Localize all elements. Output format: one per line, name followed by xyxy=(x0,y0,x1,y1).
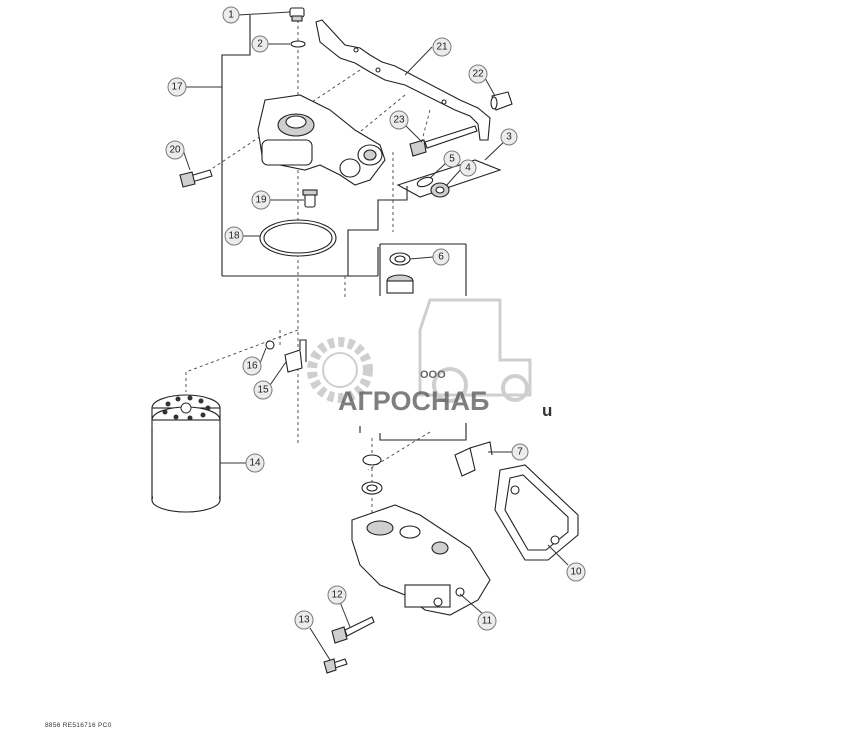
callout-18: 18 xyxy=(224,226,244,246)
watermark xyxy=(307,298,532,403)
svg-text:6: 6 xyxy=(438,252,444,263)
svg-text:14: 14 xyxy=(249,458,261,469)
svg-text:2: 2 xyxy=(257,39,263,50)
part-washer xyxy=(290,40,306,48)
center-lines xyxy=(185,20,431,520)
svg-text:15: 15 xyxy=(257,385,269,396)
part-bushing xyxy=(490,91,513,111)
part-bracket-bar xyxy=(315,19,491,141)
svg-text:17: 17 xyxy=(171,82,183,93)
callout-13: 13 xyxy=(294,610,314,630)
part-bracket-15 xyxy=(284,339,307,373)
svg-text:1: 1 xyxy=(228,10,234,21)
part-bolt-13 xyxy=(323,658,348,674)
svg-text:7: 7 xyxy=(517,447,523,458)
part-gasket xyxy=(494,464,579,561)
part-bolt-20 xyxy=(179,169,213,188)
callout-20: 20 xyxy=(165,140,185,160)
part-tube xyxy=(386,274,414,294)
callout-10: 10 xyxy=(566,562,586,582)
part-drain-plug xyxy=(302,189,318,208)
part-small-seals xyxy=(361,454,383,495)
reference-code: 8856 RE516716 PC0 xyxy=(45,722,112,729)
part-clip-16 xyxy=(265,340,275,350)
part-filter-head xyxy=(257,94,386,186)
callout-6: 6 xyxy=(432,248,450,266)
callout-17: 17 xyxy=(167,77,187,97)
callout-11: 11 xyxy=(477,611,497,631)
callout-7: 7 xyxy=(511,443,529,461)
part-bolt-12 xyxy=(331,616,375,644)
callout-12: 12 xyxy=(327,585,347,605)
svg-text:21: 21 xyxy=(436,42,448,53)
watermark-name: АГРОСНАБ xyxy=(338,386,489,416)
svg-text:23: 23 xyxy=(393,115,405,126)
callout-2: 2 xyxy=(251,35,269,53)
callout-22: 22 xyxy=(468,64,488,84)
leader-lines xyxy=(182,11,569,661)
callout-19: 19 xyxy=(251,190,271,210)
svg-text:19: 19 xyxy=(255,195,267,206)
svg-text:16: 16 xyxy=(246,361,258,372)
callout-1: 1 xyxy=(222,6,240,24)
part-clip-7 xyxy=(454,441,493,477)
part-seal-kit xyxy=(396,159,502,198)
svg-text:20: 20 xyxy=(169,145,181,156)
svg-text:18: 18 xyxy=(228,231,240,242)
svg-text:10: 10 xyxy=(570,567,582,578)
svg-text:11: 11 xyxy=(482,616,493,627)
callout-3: 3 xyxy=(500,128,518,146)
part-bolt-23 xyxy=(409,125,478,157)
svg-text:3: 3 xyxy=(506,132,512,143)
part-vent-cap xyxy=(289,7,305,22)
callout-4: 4 xyxy=(459,159,477,177)
svg-text:13: 13 xyxy=(298,615,310,626)
callout-5: 5 xyxy=(443,150,461,168)
watermark-suffix: u xyxy=(542,401,552,420)
svg-text:22: 22 xyxy=(472,69,484,80)
callout-23: 23 xyxy=(389,110,409,130)
part-filter-element xyxy=(151,394,221,513)
callout-14: 14 xyxy=(245,453,265,473)
svg-text:4: 4 xyxy=(465,163,471,174)
svg-text:12: 12 xyxy=(331,590,343,601)
svg-text:5: 5 xyxy=(449,154,455,165)
callout-16: 16 xyxy=(242,356,262,376)
part-base-housing xyxy=(351,504,491,616)
callout-21: 21 xyxy=(432,37,452,57)
watermark-prefix: ООО xyxy=(420,369,446,381)
callout-15: 15 xyxy=(253,380,273,400)
assembly-frame xyxy=(221,15,467,441)
